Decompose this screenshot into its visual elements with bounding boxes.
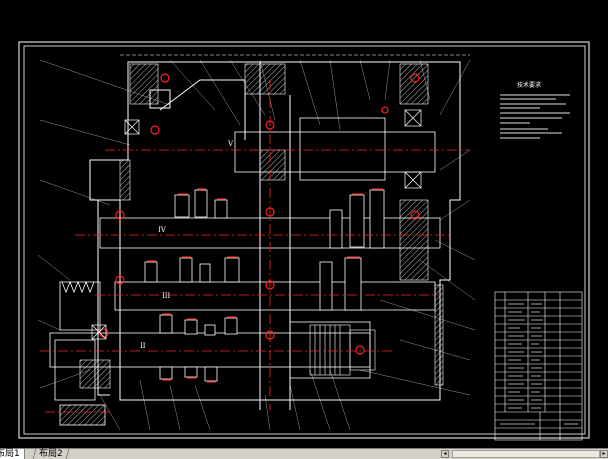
shaft-label-v: V: [227, 140, 234, 148]
shafts: [49, 117, 441, 379]
gear-highlights: [99, 73, 420, 383]
gears: [144, 189, 385, 382]
shaft-label-ii: II: [140, 342, 146, 350]
sheet-inner-border: [23, 45, 586, 435]
tab-layout-2-label: 布局2: [39, 449, 63, 459]
bearings: [91, 109, 422, 340]
gearbox-assembly-drawing: V IV III II 技术要求: [18, 41, 590, 441]
shaft-label-iv: IV: [158, 226, 167, 234]
parts-list-entries: [500, 303, 578, 435]
pulley: [54, 280, 106, 426]
scroll-right-button[interactable]: ▸: [600, 450, 608, 458]
sheet-outer-border: [18, 41, 590, 439]
tab-layout-2[interactable]: 布局2: [32, 449, 70, 459]
clutch-assembly: [309, 324, 376, 376]
technical-notes: 技术要求: [500, 81, 570, 139]
layout-tab-bar: 布局1 布局2 ◂ ▸: [0, 448, 608, 459]
parts-list-table: [494, 291, 583, 441]
shaft-label-iii: III: [162, 292, 171, 300]
notes-title: 技术要求: [517, 81, 541, 89]
shaft-labels: V IV III II: [140, 140, 234, 350]
scroll-left-button[interactable]: ◂: [441, 450, 449, 458]
hatched-sections: [79, 63, 444, 389]
centerlines: [40, 80, 470, 413]
model-space-viewport[interactable]: V IV III II 技术要求: [0, 0, 608, 448]
housing-outline: [89, 54, 470, 410]
horizontal-scrollbar[interactable]: [452, 450, 600, 458]
tab-layout-1[interactable]: 布局1: [0, 449, 25, 459]
